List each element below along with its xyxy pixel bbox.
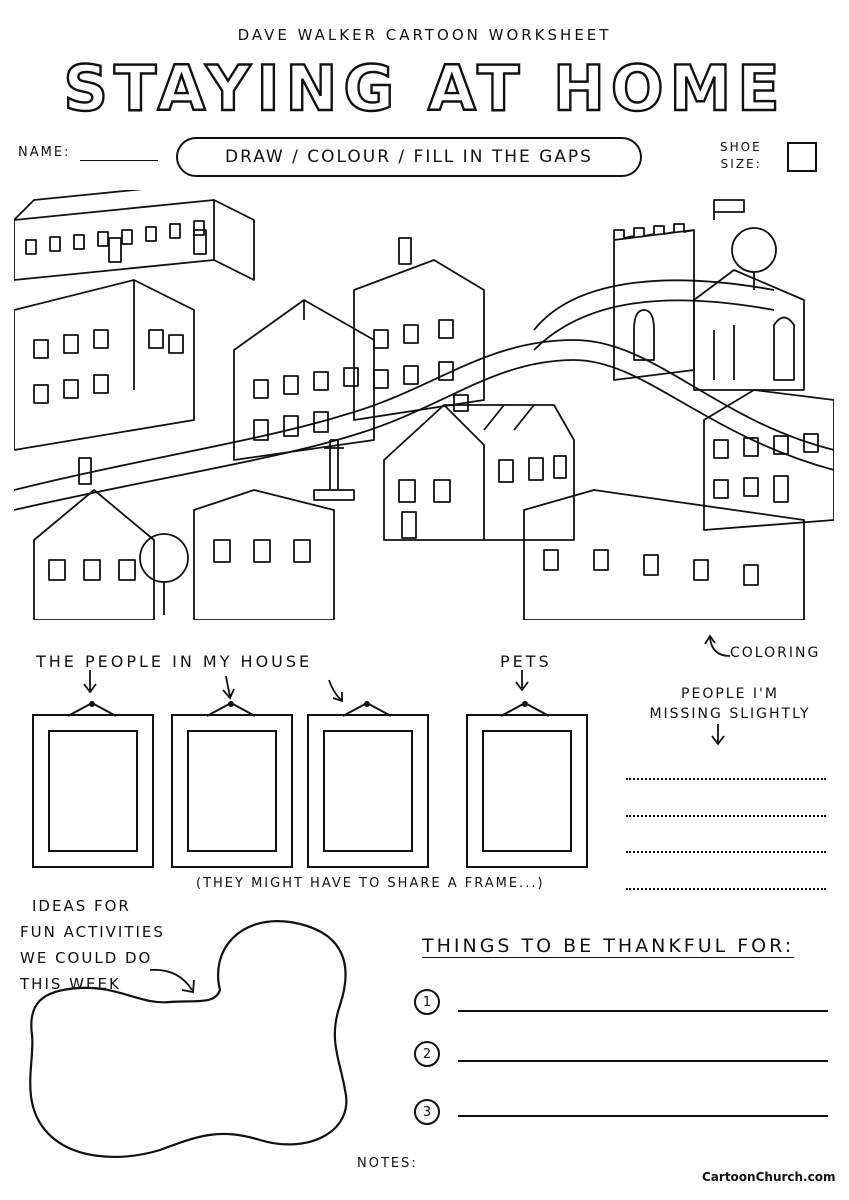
church: [613, 199, 805, 391]
frame-hanger-icon: [67, 701, 117, 717]
thankful-line-2[interactable]: [458, 1060, 828, 1062]
left-terrace: [14, 229, 207, 451]
frame-inner: [48, 730, 138, 852]
thankful-number-1: 1: [414, 989, 440, 1015]
missing-title-line1: PEOPLE I'M: [681, 686, 779, 702]
frame-hanger-icon: [206, 701, 256, 717]
person-frame-2[interactable]: [171, 714, 293, 868]
missing-title-line2: MISSING SLIGHTLY: [649, 706, 811, 722]
person-frame-1[interactable]: [32, 714, 154, 868]
shoe-label-line2: SIZE:: [720, 157, 762, 171]
frame-inner: [482, 730, 572, 852]
people-title: THE PEOPLE IN MY HOUSE: [36, 652, 313, 671]
ideas-blob[interactable]: [10, 910, 370, 1160]
shoe-size-box[interactable]: [787, 142, 817, 172]
thankful-line-1[interactable]: [458, 1010, 828, 1012]
arrow-down-icon: [222, 675, 235, 700]
frame-hanger-icon: [342, 701, 392, 717]
thankful-line-3[interactable]: [458, 1115, 828, 1117]
name-label: NAME:: [18, 145, 71, 160]
missing-line-4[interactable]: [626, 888, 826, 890]
pet-frame[interactable]: [466, 714, 588, 868]
instructions-text: DRAW / COLOUR / FILL IN THE GAPS: [225, 147, 593, 167]
missing-title: PEOPLE I'M MISSING SLIGHTLY: [620, 686, 840, 722]
arrow-down-icon: [515, 670, 529, 692]
arrow-down-icon: [328, 679, 343, 703]
pets-label: PETS: [500, 652, 552, 671]
ideas-line1: IDEAS FOR: [32, 897, 131, 915]
tree: [731, 227, 777, 290]
bottom-left-houses: [33, 457, 335, 620]
right-terrace: [523, 389, 834, 620]
worksheet-kicker: DAVE WALKER CARTOON WORKSHEET: [237, 26, 612, 44]
name-field[interactable]: [80, 160, 158, 161]
arrow-down-icon: [83, 670, 97, 694]
market-cross: [313, 439, 355, 501]
arrow-down-icon: [711, 724, 725, 746]
town-illustration: [14, 190, 834, 620]
thankful-number-2: 2: [414, 1041, 440, 1067]
person-frame-3[interactable]: [307, 714, 429, 868]
thankful-number-3: 3: [414, 1099, 440, 1125]
instructions-banner: DRAW / COLOUR / FILL IN THE GAPS: [176, 137, 642, 177]
coloring-label: COLORING: [730, 645, 821, 661]
thankful-title: THINGS TO BE THANKFUL FOR:: [422, 935, 795, 957]
front-house: [383, 394, 575, 541]
frame-note: (THEY MIGHT HAVE TO SHARE A FRAME...): [196, 876, 545, 891]
coloring-arrow-icon: [704, 634, 731, 657]
frame-inner: [187, 730, 277, 852]
back-terrace: [14, 190, 255, 281]
curved-arrow-icon: [149, 968, 195, 994]
missing-line-3[interactable]: [626, 851, 826, 853]
shoe-label-line1: SHOE: [720, 140, 762, 154]
page-title: STAYING AT HOME: [62, 51, 786, 126]
site-credit: CartoonChurch.com: [702, 1170, 836, 1184]
missing-line-1[interactable]: [626, 778, 826, 780]
frame-hanger-icon: [500, 701, 550, 717]
ideas-line3: WE COULD DO: [20, 949, 153, 967]
ideas-line2: FUN ACTIVITIES: [20, 923, 165, 941]
missing-line-2[interactable]: [626, 815, 826, 817]
ideas-title: IDEAS FOR FUN ACTIVITIES WE COULD DO THI…: [20, 893, 165, 997]
shoe-size-label: SHOE SIZE:: [720, 139, 762, 173]
frame-inner: [323, 730, 413, 852]
notes-label: NOTES:: [357, 1156, 418, 1171]
central-houses: [233, 237, 485, 461]
